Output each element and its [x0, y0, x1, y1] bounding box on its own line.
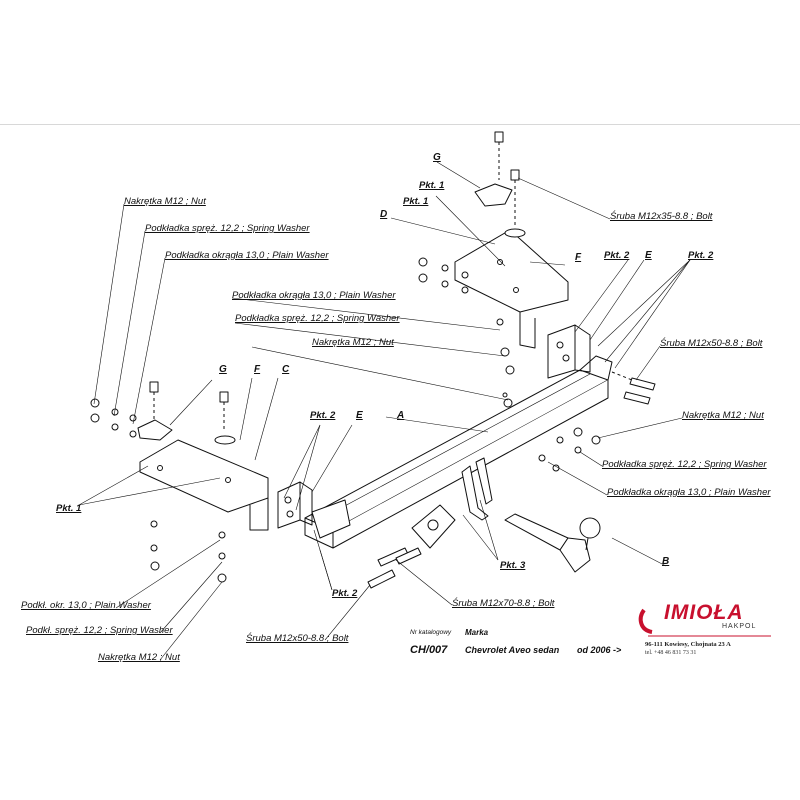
- bolt-top-1: [494, 131, 504, 180]
- hook-bracket: [461, 465, 489, 521]
- label-spring-washer-bottom-left: Podkł. spręż. 12,2 ; Spring Washer: [26, 625, 173, 636]
- point-2-bottom: Pkt. 2: [332, 588, 358, 599]
- letter-g-top: G: [433, 152, 441, 163]
- label-spring-washer-mid: Podkładka spręż. 12,2 ; Spring Washer: [235, 313, 400, 324]
- letter-e-mid: E: [356, 410, 363, 421]
- plate-g-left: [137, 419, 173, 441]
- label-bolt-35: Śruba M12x35-8.8 ; Bolt: [610, 211, 713, 222]
- company-address: 96-111 Kowiesy, Chojnata 23 A: [645, 641, 731, 648]
- label-spring-washer-top-left: Podkładka spręż. 12,2 ; Spring Washer: [145, 223, 310, 234]
- letter-a: A: [397, 410, 405, 421]
- label-bolt-70: Śruba M12x70-8.8 ; Bolt: [452, 598, 555, 609]
- model-year-from: od 2006 ->: [577, 645, 622, 655]
- point-2-top: Pkt. 2: [604, 250, 630, 261]
- company-phone: tel. +48 46 831 73 31: [645, 650, 697, 656]
- bolt-right: [611, 371, 656, 405]
- point-1-a: Pkt. 1: [419, 180, 445, 191]
- plate-d: [454, 229, 569, 349]
- bolt-m12x70: [367, 547, 422, 589]
- letter-f-left: F: [254, 364, 261, 375]
- socket-plate: [411, 504, 456, 549]
- label-bolt-50-bottom: Śruba M12x50-8.8 ; Bolt: [246, 633, 349, 644]
- label-plain-washer-right: Podkładka okrągła 13,0 ; Plain Washer: [607, 487, 771, 498]
- point-1-b: Pkt. 1: [403, 196, 429, 207]
- washer-f-left: [214, 435, 236, 445]
- vehicle-model: Chevrolet Aveo sedan: [465, 645, 560, 655]
- catalog-number-label: Nr katalogowy: [410, 629, 452, 636]
- washer-f-top: [504, 228, 526, 238]
- label-nut-mid: Nakrętka M12 ; Nut: [312, 337, 394, 348]
- bolt-top-2: [510, 169, 520, 225]
- fastener-stack-left: [90, 398, 227, 583]
- label-plain-washer-mid: Podkładka okrągła 13,0 ; Plain Washer: [232, 290, 396, 301]
- brand-label: Marka: [465, 628, 489, 637]
- bracket-e-mid: [277, 481, 351, 539]
- plate-g-top: [474, 183, 513, 207]
- fastener-stack-right: [538, 427, 601, 472]
- catalog-number: CH/007: [410, 644, 448, 656]
- imiola-logo-icon: [638, 608, 771, 637]
- letter-b: B: [662, 556, 670, 567]
- company-subname: HAKPOL: [722, 623, 757, 630]
- point-3: Pkt. 3: [500, 560, 526, 571]
- label-plain-washer-top-left: Podkładka okrągła 13,0 ; Plain Washer: [165, 250, 329, 261]
- letter-f-top: F: [575, 252, 582, 263]
- fastener-stack-top: [418, 257, 515, 408]
- letter-d: D: [380, 209, 388, 220]
- plate-c: [139, 439, 269, 531]
- label-nut-top-left: Nakrętka M12 ; Nut: [124, 196, 206, 207]
- bolt-left-2: [219, 391, 229, 432]
- letter-g-left: G: [219, 364, 227, 375]
- label-spring-washer-right: Podkładka spręż. 12,2 ; Spring Washer: [602, 459, 767, 470]
- point-1-left: Pkt. 1: [56, 503, 82, 514]
- company-name: IMIOŁA: [664, 601, 744, 624]
- label-bolt-50-right: Śruba M12x50-8.8 ; Bolt: [660, 338, 763, 349]
- point-2-right: Pkt. 2: [688, 250, 714, 261]
- label-plain-washer-bottom-left: Podkł. okr. 13,0 ; Plain Washer: [21, 600, 151, 611]
- bolt-left-1: [149, 381, 159, 420]
- letter-c: C: [282, 364, 290, 375]
- label-nut-right: Nakrętka M12 ; Nut: [682, 410, 764, 421]
- ball-hook-b: [504, 513, 601, 573]
- label-nut-bottom-left: Nakrętka M12 ; Nut: [98, 652, 180, 663]
- letter-e-top: E: [645, 250, 652, 261]
- main-beam-a: [304, 355, 613, 549]
- bracket-e-right: [547, 324, 591, 379]
- header-divider: [0, 124, 800, 125]
- point-2-mid: Pkt. 2: [310, 410, 336, 421]
